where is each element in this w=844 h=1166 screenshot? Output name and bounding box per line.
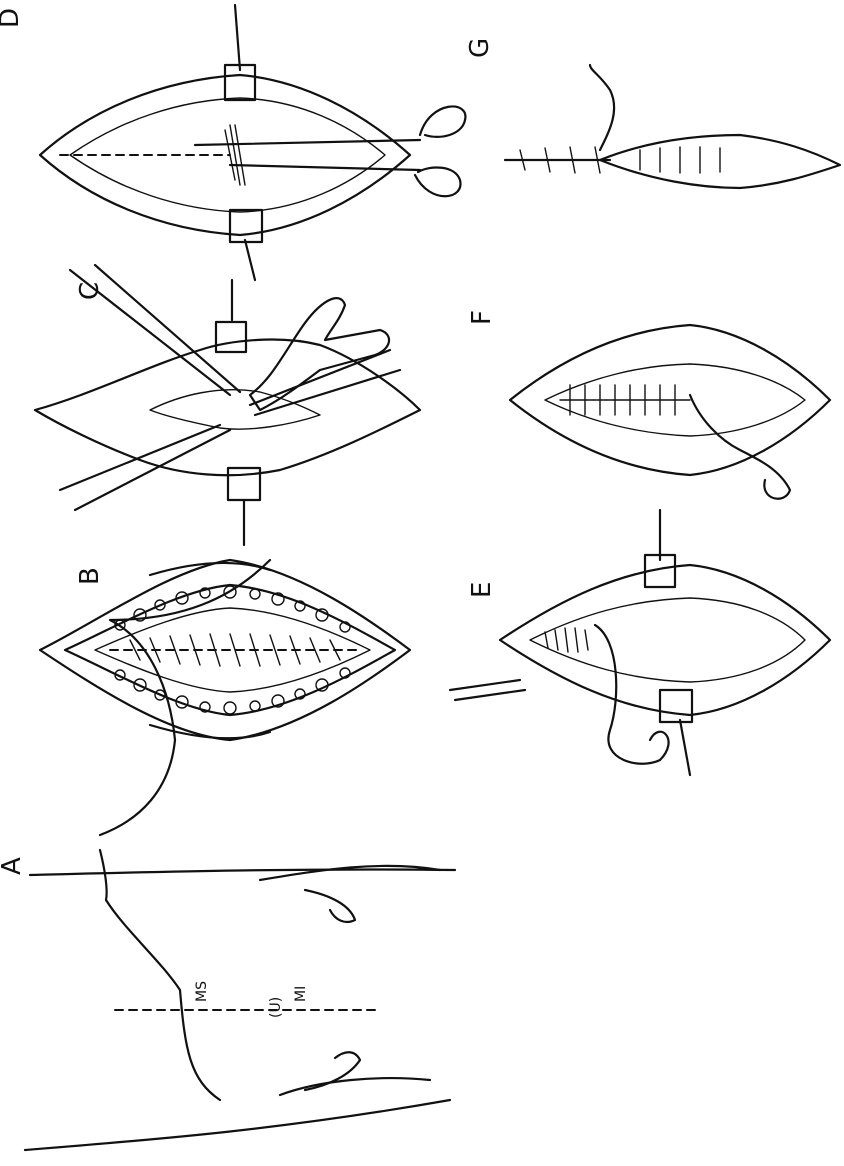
scissors-blade-b — [255, 370, 400, 415]
panel-g: G — [465, 38, 840, 188]
retractor-d-bottom-blade — [230, 210, 262, 242]
scissors-blade-a — [250, 350, 390, 405]
suture-thread-e — [595, 625, 669, 764]
flank-curve-bottom — [280, 1078, 430, 1095]
suture-thread-g — [590, 65, 614, 150]
body-outline-left — [25, 1100, 450, 1150]
retractor-e-bottom — [680, 720, 690, 775]
incision-inner-e — [530, 598, 805, 682]
skin-sutures-open — [640, 147, 720, 173]
forceps-lower-a — [60, 425, 220, 490]
needle-holder-e — [450, 680, 525, 700]
panel-f: F — [467, 310, 830, 499]
panel-b: B — [40, 560, 410, 740]
panel-e: E — [450, 510, 830, 775]
panel-b-label: B — [75, 567, 105, 585]
body-outline-right — [30, 869, 455, 875]
panel-f-label: F — [467, 310, 497, 325]
scissors-d-blade-b — [230, 165, 420, 170]
panel-g-label: G — [465, 38, 495, 58]
panel-d: D — [0, 5, 465, 280]
flank-curve-top — [260, 866, 440, 880]
scissors-d-ring-b — [415, 167, 460, 196]
forceps-upper-a — [70, 270, 230, 395]
iliac-hook-top — [305, 890, 355, 922]
retractor-d-top-handle — [235, 5, 240, 70]
retractor-e-bottom-blade — [660, 690, 692, 722]
label-mi: MI — [293, 986, 309, 1002]
retractor-d-bottom-handle — [245, 240, 255, 280]
suture-thread-f — [690, 395, 790, 499]
forceps-upper-b — [95, 265, 240, 392]
label-ms: MS — [194, 981, 210, 1002]
hand-outline — [250, 298, 389, 410]
label-umbilicus: (U) — [268, 997, 284, 1018]
rib-curve-lower — [100, 850, 220, 1100]
incision-inner — [150, 390, 320, 429]
panel-a-label: A — [0, 857, 27, 875]
panel-d-label: D — [0, 8, 25, 28]
iliac-hook-bottom — [305, 1052, 360, 1090]
panel-c: C — [35, 265, 420, 545]
panel-e-label: E — [467, 582, 497, 598]
suture-stitches-e — [545, 628, 588, 652]
scissors-d-ring-a — [420, 106, 465, 136]
scissors-d-blade-a — [195, 140, 420, 145]
suture-row-f — [560, 385, 690, 415]
retractor-top-blade — [216, 322, 246, 352]
